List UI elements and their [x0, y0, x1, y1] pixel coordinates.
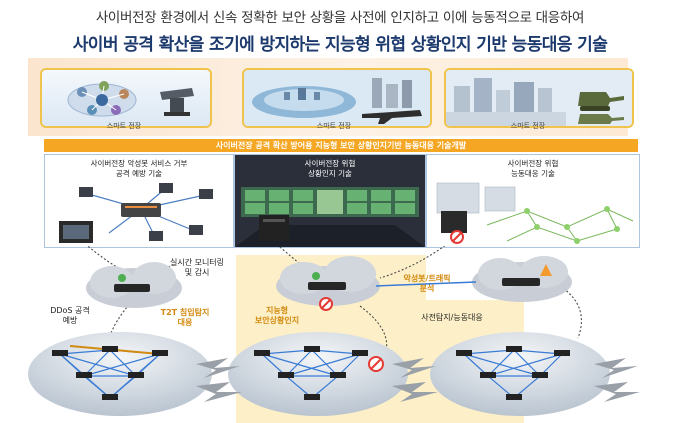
label-t2t-detection: T2T 침입탐지 대응: [160, 308, 210, 327]
header-subtitle: 사이버전장 환경에서 신속 정확한 보안 상황을 사전에 인지하고 이에 능동적…: [95, 10, 585, 26]
botnet-illustration: [59, 183, 213, 243]
scene-label-3: 스마트 전장: [510, 122, 546, 130]
scene-label-1: 스마트 전장: [106, 122, 142, 130]
panel-ddos-title-line2: 공격 예방 기술: [115, 169, 163, 178]
control-room-illustration: [235, 187, 425, 247]
network-diagram: [28, 246, 640, 416]
label-proactive-response: 사전탐지/능동대응: [421, 313, 483, 322]
label-ddos-prevention: DDoS 공격 예방: [50, 306, 90, 325]
panel-response-title-line2: 능동대응 기술: [511, 169, 555, 178]
bot-server-icon: [121, 203, 161, 217]
mesh-network-3: [430, 332, 610, 416]
label-intelligent-awareness: 지능형 보안상황인지: [254, 306, 300, 325]
panel-awareness-title-line2: 상황인지 기술: [308, 169, 352, 178]
scene-label-2: 스마트 전장: [316, 122, 352, 130]
cloud-2: [276, 256, 380, 311]
program-banner: 사이버전장 공격 확산 방어용 지능형 보안 상황인지기반 능동대응 기술개발: [44, 139, 638, 152]
warning-icon: [540, 264, 552, 276]
scene-smart-battlefield-2: [242, 68, 432, 128]
panel-ddos-title-line1: 사이버전장 악성봇 서비스 거부: [90, 159, 188, 168]
cloud-3: [472, 256, 572, 302]
response-network-illustration: [436, 182, 634, 244]
panel-active-response: 사이버전장 위협 능동대응 기술: [426, 154, 640, 248]
scene-smart-battlefield-3: [444, 68, 634, 128]
panel-situation-awareness: 사이버전장 위협 상황인지 기술: [234, 154, 426, 248]
scene-smart-battlefield-1: [40, 68, 212, 128]
awareness-server-icon: [259, 215, 289, 241]
header-title: 사이버 공격 확산을 조기에 방지하는 지능형 위협 상황인지 기반 능동대응 …: [72, 35, 608, 55]
panel-awareness-title-line1: 사이버전장 위협: [304, 159, 356, 168]
mesh-network-1: [28, 332, 212, 416]
response-server-icon: [441, 211, 467, 233]
panel-ddos-prevention: 사이버전장 악성봇 서비스 거부 공격 예방 기술: [44, 154, 234, 248]
panel-response-title-line1: 사이버전장 위협: [507, 159, 559, 168]
cloud-1: [86, 262, 182, 308]
attack-bolts: [196, 358, 640, 402]
mesh-network-2: [228, 332, 408, 416]
label-malbot-analysis: 악성봇/트래픽 분석: [403, 274, 451, 293]
label-realtime-monitoring: 실시간 모니터링 및 감시: [169, 258, 225, 277]
